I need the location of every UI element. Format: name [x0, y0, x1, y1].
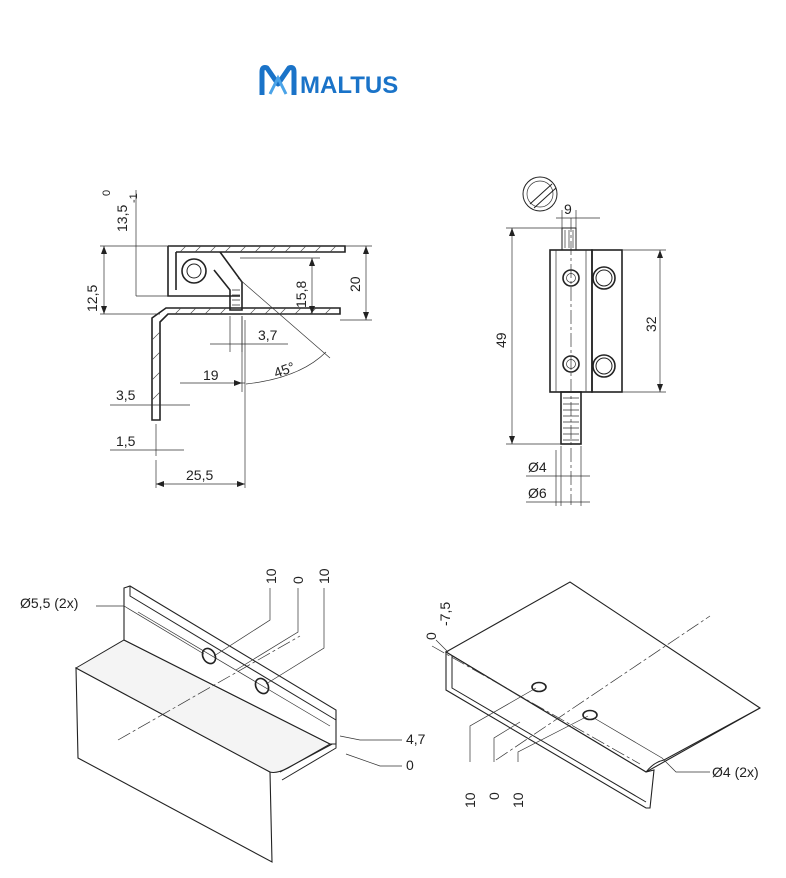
dim-19: 19 — [203, 367, 219, 383]
dim-angle-45: 45° — [272, 359, 297, 381]
iso-right-edge-center — [431, 645, 641, 765]
dim-line-49 — [506, 227, 562, 445]
dim-25-5: 25,5 — [186, 467, 213, 483]
angle-ref-line — [237, 277, 331, 359]
leader-d5-5 — [96, 605, 205, 655]
pin-head-detail — [522, 176, 558, 212]
dim-d4: Ø4 — [528, 459, 547, 475]
dim-iso-left-c: 10 — [316, 568, 332, 584]
hinge-leaf-right — [591, 249, 623, 393]
maltus-logo-mark — [259, 65, 297, 95]
dim-line-3-5 — [110, 398, 190, 420]
dim-49: 49 — [493, 332, 509, 348]
iso-left-view: Ø5,5 (2x) 10 0 10 4,7 0 — [20, 568, 426, 863]
dim-line-32 — [622, 249, 666, 393]
dim-d6: Ø6 — [528, 485, 547, 501]
dim-iso-left-zero: 0 — [406, 757, 414, 773]
dim-d4-2x: Ø4 (2x) — [712, 764, 759, 780]
leader-pos-b — [235, 588, 299, 671]
lower-plate — [151, 307, 341, 421]
iso-right-hole-1 — [531, 681, 547, 693]
iso-left-center-line — [117, 635, 301, 741]
side-view: 13,5 0 -1 12,5 15,8 20 3,7 45° 19 3,5 1,… — [84, 190, 372, 488]
iso-left-hole-1 — [201, 647, 217, 665]
dim-iso-right-c: 10 — [510, 792, 526, 808]
dim-20: 20 — [347, 276, 363, 292]
iso-right-center-line — [495, 615, 711, 761]
iso-left-flange-inner — [137, 611, 331, 727]
leader-iso-right-b — [493, 721, 521, 762]
pin-housing — [213, 251, 243, 311]
hatch-top — [179, 245, 337, 253]
front-view: 9 49 32 Ø4 Ø6 — [493, 176, 666, 506]
dim-9: 9 — [564, 201, 572, 217]
angle-arc — [245, 351, 327, 385]
dim-line-12-5 — [100, 245, 160, 315]
dim-15-8: 15,8 — [293, 281, 309, 308]
dim-32: 32 — [643, 316, 659, 332]
dim-line-9 — [556, 210, 600, 228]
maltus-logo: MALTUS — [259, 65, 398, 99]
dim-iso-left-b: 0 — [290, 576, 306, 584]
dim-iso-left-a: 10 — [263, 568, 279, 584]
dim-line-13-5 — [135, 190, 170, 297]
dim-13-5-tol-lower: -1 — [128, 193, 140, 203]
leader-4-7 — [339, 735, 402, 741]
dim-d5-5: Ø5,5 (2x) — [20, 595, 78, 611]
leader-iso-right-c — [517, 715, 589, 762]
leader-0 — [345, 753, 402, 767]
knuckle-inner — [186, 263, 202, 279]
rivet-top — [592, 266, 616, 290]
dim-3-7: 3,7 — [258, 327, 278, 343]
dim-1-5: 1,5 — [116, 433, 136, 449]
iso-right-side-inner — [451, 656, 647, 803]
dim-13-5: 13,5 — [114, 205, 130, 232]
iso-right-top-plate — [444, 581, 762, 773]
rivet-bottom — [592, 354, 616, 378]
dim-12-5: 12,5 — [84, 285, 100, 312]
dim-4-7: 4,7 — [406, 731, 426, 747]
leader-pos-c — [265, 588, 325, 685]
knuckle-outer — [181, 258, 207, 284]
dim-iso-right-tol-value: -7,5 — [437, 602, 453, 626]
iso-left-bottom-plate — [74, 639, 332, 773]
dim-iso-right-b: 0 — [486, 792, 502, 800]
dim-iso-right-a: 10 — [462, 792, 478, 808]
iso-right-view: 0 -7,5 10 0 10 Ø4 (2x) — [423, 581, 762, 809]
pin-top-knurl — [564, 230, 574, 248]
spring-coil — [232, 289, 240, 306]
dim-line-15-8 — [240, 257, 320, 315]
leader-d4 — [593, 717, 710, 773]
brand-name: MALTUS — [300, 72, 398, 99]
dim-line-20 — [340, 245, 372, 321]
dim-line-d4 — [526, 446, 590, 506]
leaf-edges — [555, 250, 587, 392]
leader-tol — [435, 639, 449, 653]
dim-line-1-5 — [110, 424, 184, 456]
leader-iso-right-a — [469, 687, 537, 762]
leader-pos-a — [213, 588, 271, 657]
iso-left-flange-lip — [129, 586, 337, 721]
dim-13-5-tol-upper: 0 — [101, 190, 113, 196]
dim-line-d6 — [526, 450, 590, 506]
dim-3-5: 3,5 — [116, 387, 136, 403]
top-plate — [168, 245, 346, 253]
iso-right-hole-2 — [582, 709, 598, 721]
iso-left-bend-edge — [279, 741, 337, 781]
hatch-lower — [151, 307, 332, 401]
arrowheads-side — [101, 246, 369, 487]
dim-iso-right-tol-zero: 0 — [423, 632, 439, 640]
dim-line-25-5 — [155, 320, 246, 488]
